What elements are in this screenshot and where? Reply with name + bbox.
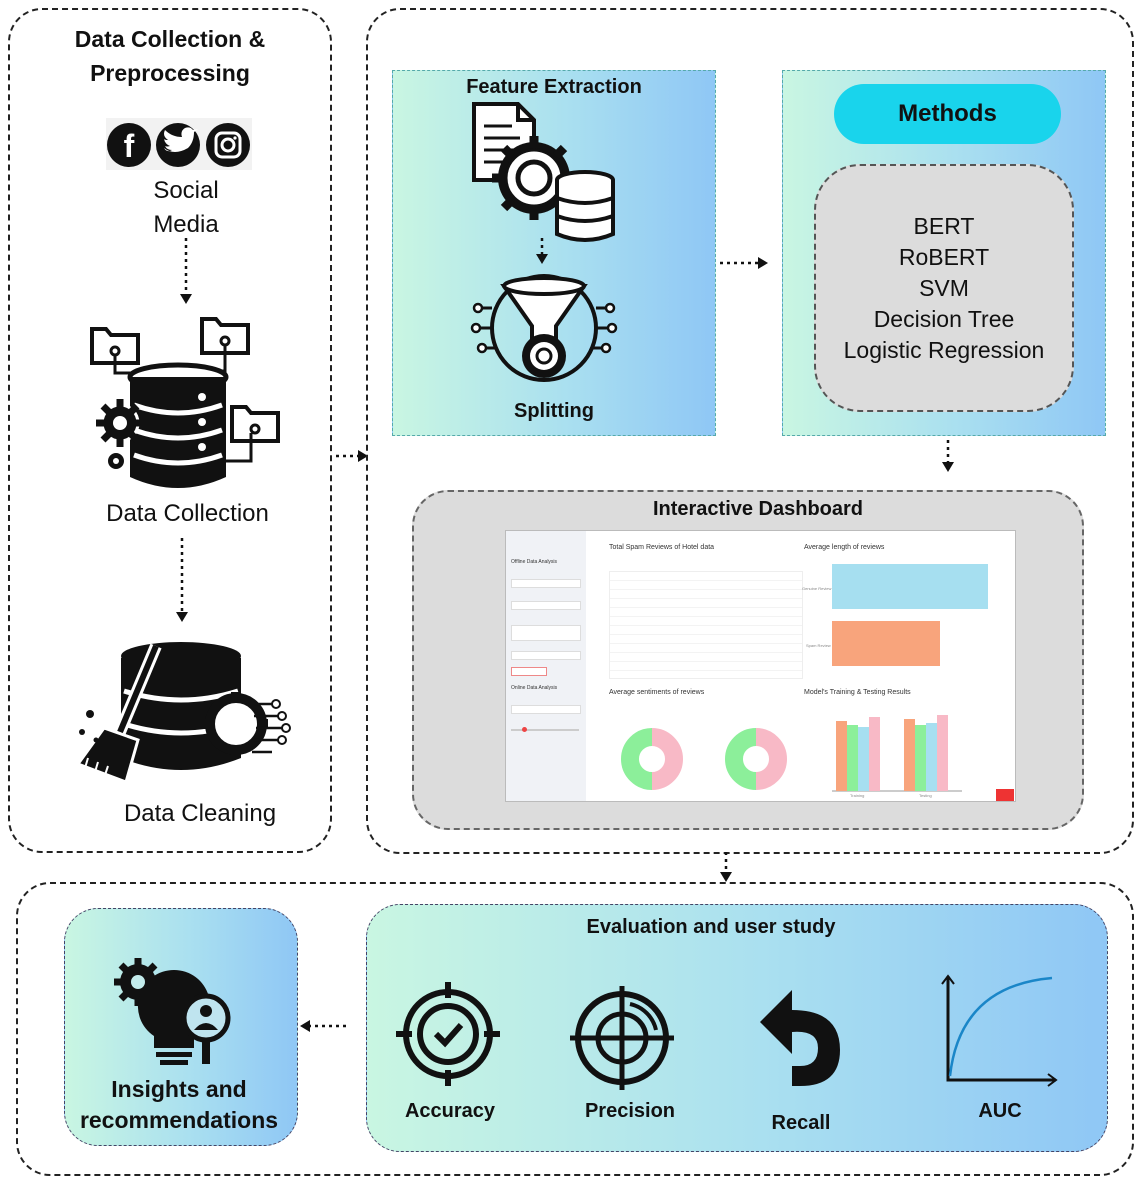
methods-list: BERT RoBERT SVM Decision Tree Logistic R… <box>814 164 1074 412</box>
panel2-label-genuine: Genuine Review <box>802 586 832 591</box>
processing-section <box>366 8 1134 854</box>
sidebar-slider <box>511 729 579 731</box>
social-media-label: Social Media <box>153 177 219 238</box>
lightbulb-gear-icon <box>114 958 231 1065</box>
methods-title: Methods <box>834 84 1061 144</box>
method-item: RoBERT <box>898 243 990 270</box>
document-gear-database-icon <box>472 102 615 242</box>
facebook-icon: f <box>107 123 151 167</box>
sidebar-select <box>511 705 581 714</box>
accuracy-label: Accuracy <box>404 1100 496 1122</box>
sidebar-select <box>511 579 581 588</box>
dashboard-panel3-title: Average sentiments of reviews <box>609 689 705 696</box>
arrow-feature-to-methods <box>720 257 768 269</box>
arrow-collection-to-cleaning <box>176 538 188 622</box>
panel4-group-testing: Testing <box>919 793 932 798</box>
arrow-methods-to-dashboard <box>942 440 954 472</box>
folder-icon <box>230 405 280 443</box>
method-item: SVM <box>919 274 969 301</box>
evaluation-title: Evaluation and user study <box>586 916 836 938</box>
dashboard-sidebar: Offline Data Analysis Online Data Analys… <box>506 531 586 801</box>
method-item: BERT <box>913 212 975 239</box>
twitter-icon <box>156 123 200 167</box>
data-cleaning-label: Data Cleaning <box>123 800 277 827</box>
gear-icon <box>204 692 268 756</box>
insights-label: Insights and recommendations <box>79 1076 279 1133</box>
arrow-feature-to-splitting <box>536 238 548 264</box>
dashboard-table <box>609 571 803 679</box>
auc-curve-icon <box>941 974 1058 1087</box>
database-collection-icon <box>90 317 280 488</box>
precision-label: Precision <box>584 1100 676 1122</box>
evaluation-section <box>16 882 1134 1176</box>
sidebar-button <box>511 667 547 676</box>
sidebar-select <box>511 651 581 660</box>
sidebar-select <box>511 601 581 610</box>
panel4-group-training: Training <box>850 793 865 798</box>
arrow-evaluation-to-insights <box>300 1020 348 1032</box>
instagram-icon <box>206 123 250 167</box>
sidebar-online-heading: Online Data Analysis <box>511 685 558 691</box>
collection-section <box>8 8 332 853</box>
accuracy-icon <box>396 982 500 1086</box>
panel2-bar-spam <box>832 621 940 666</box>
recall-undo-icon <box>760 990 840 1086</box>
sidebar-offline-heading: Offline Data Analysis <box>511 559 558 565</box>
splitting-label: Splitting <box>514 400 594 422</box>
data-cleaning-icon <box>75 642 291 785</box>
gear-icon <box>492 136 576 220</box>
method-item: Logistic Regression <box>843 336 1045 363</box>
broom-icon <box>75 643 162 785</box>
database-icon <box>555 170 615 242</box>
dashboard-panel1-title: Total Spam Reviews of Hotel data <box>609 544 715 551</box>
arrow-processing-to-evaluation <box>720 852 732 882</box>
gear-icon <box>106 451 126 471</box>
recall-label: Recall <box>771 1112 831 1134</box>
dashboard-panel4-title: Model's Training & Testing Results <box>804 689 911 696</box>
dashboard-badge <box>996 789 1014 801</box>
arrow-collection-to-processing <box>336 450 368 462</box>
social-media-icons: f <box>106 118 252 170</box>
gear-icon <box>96 399 144 447</box>
folder-icon <box>200 317 250 355</box>
sentiment-donut-charts <box>621 728 787 790</box>
gear-icon <box>522 334 566 378</box>
collection-title: Data Collection & Preprocessing <box>74 26 266 86</box>
feature-extraction-title: Feature Extraction <box>466 76 642 98</box>
arrow-social-to-collection <box>180 238 192 304</box>
training-testing-bars <box>832 715 962 792</box>
data-collection-label: Data Collection <box>106 500 269 527</box>
svg-text:f: f <box>124 128 135 164</box>
precision-icon <box>570 986 674 1090</box>
method-item: Decision Tree <box>873 305 1015 332</box>
panel2-bar-genuine <box>832 564 988 609</box>
dashboard-screenshot: Offline Data Analysis Online Data Analys… <box>505 530 1016 802</box>
sidebar-upload <box>511 625 581 641</box>
funnel-gear-icon <box>470 274 618 382</box>
dashboard-title: Interactive Dashboard <box>652 498 864 520</box>
sidebar-slider-handle <box>522 727 527 732</box>
auc-label: AUC <box>978 1100 1022 1122</box>
user-search-icon <box>181 993 231 1064</box>
dashboard-panel2-title: Average length of reviews <box>804 544 885 551</box>
panel2-label-spam: Spam Review <box>806 643 831 648</box>
